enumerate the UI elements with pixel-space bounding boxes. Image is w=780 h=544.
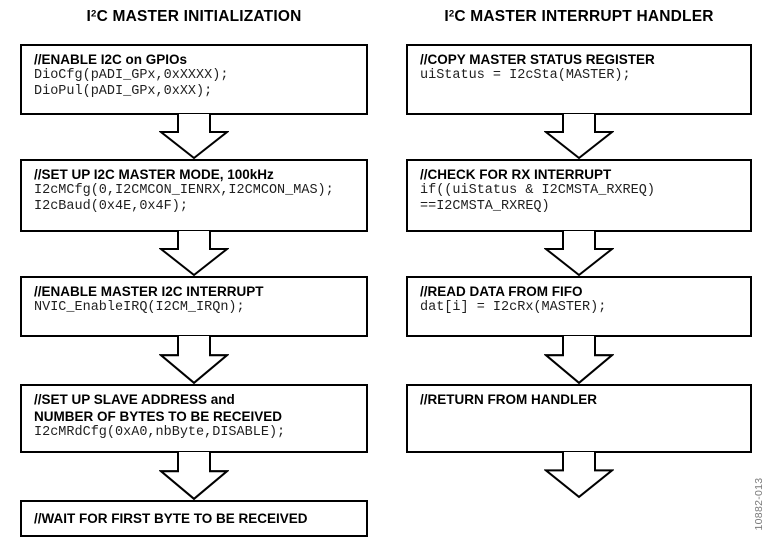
box-code-line: I2cMCfg(0,I2CMCON_IENRX,I2CMCON_MAS);	[34, 183, 334, 198]
title-text: C MASTER INITIALIZATION	[96, 8, 302, 25]
init-flow-column: I2C MASTER INITIALIZATION //ENABLE I2C o…	[20, 0, 368, 544]
flow-box-check-rx-interrupt: //CHECK FOR RX INTERRUPT if((uiStatus & …	[406, 159, 752, 232]
figure-number: 10882-013	[753, 477, 765, 531]
box-code-line: DioPul(pADI_GPx,0xXX);	[34, 83, 213, 99]
box-comment: //WAIT FOR FIRST BYTE TO BE RECEIVED	[34, 511, 308, 526]
flow-box-return-from-handler: //RETURN FROM HANDLER	[406, 384, 752, 453]
box-comment: //RETURN FROM HANDLER	[420, 392, 597, 407]
flow-box-wait-first-byte: //WAIT FOR FIRST BYTE TO BE RECEIVED	[20, 500, 368, 537]
down-arrow-icon	[544, 114, 614, 160]
box-comment: NUMBER OF BYTES TO BE RECEIVED	[34, 409, 283, 424]
box-code-line: uiStatus = I2cSta(MASTER);	[420, 68, 631, 83]
box-code-line: NVIC_EnableIRQ(I2CM_IRQn);	[34, 300, 245, 315]
box-code-line: I2cMRdCfg(0xA0,nbByte,DISABLE);	[34, 425, 286, 440]
box-comment: //ENABLE MASTER I2C INTERRUPT	[34, 284, 264, 299]
box-comment: //READ DATA FROM FIFO	[420, 284, 583, 299]
box-comment: //SET UP I2C MASTER MODE, 100kHz	[34, 167, 274, 182]
box-comment: //COPY MASTER STATUS REGISTER	[420, 52, 655, 67]
box-code-line: ==I2CMSTA_RXREQ)	[420, 198, 550, 214]
box-comment: //SET UP SLAVE ADDRESS and	[34, 392, 235, 407]
down-arrow-icon	[544, 336, 614, 385]
flow-box-enable-master-interrupt: //ENABLE MASTER I2C INTERRUPT NVIC_Enabl…	[20, 276, 368, 337]
down-arrow-icon	[159, 452, 229, 501]
box-code-line: I2cBaud(0x4E,0x4F);	[34, 198, 188, 214]
title-superscript: 2	[91, 8, 97, 20]
box-code-line: if((uiStatus & I2CMSTA_RXREQ)	[420, 183, 655, 198]
down-arrow-icon	[159, 114, 229, 160]
down-arrow-icon	[159, 231, 229, 277]
title-text: C MASTER INTERRUPT HANDLER	[454, 8, 714, 25]
flow-box-enable-i2c-gpios: //ENABLE I2C on GPIOs DioCfg(pADI_GPx,0x…	[20, 44, 368, 115]
title-text: I	[444, 8, 449, 25]
right-column-title: I2C MASTER INTERRUPT HANDLER	[406, 8, 752, 26]
box-code-line: DioCfg(pADI_GPx,0xXXXX);	[34, 68, 229, 83]
box-comment: //ENABLE I2C on GPIOs	[34, 52, 188, 67]
title-superscript: 2	[448, 8, 455, 20]
title-text: I	[86, 8, 92, 25]
box-comment: //CHECK FOR RX INTERRUPT	[420, 167, 612, 182]
flow-box-setup-slave-address: //SET UP SLAVE ADDRESS and NUMBER OF BYT…	[20, 384, 368, 453]
flow-box-copy-status-register: //COPY MASTER STATUS REGISTER uiStatus =…	[406, 44, 752, 115]
flow-box-setup-master-mode: //SET UP I2C MASTER MODE, 100kHz I2cMCfg…	[20, 159, 368, 232]
interrupt-flow-column: I2C MASTER INTERRUPT HANDLER //COPY MAST…	[406, 0, 752, 544]
down-arrow-icon	[544, 231, 614, 277]
down-arrow-icon	[544, 452, 614, 499]
flow-box-read-data-fifo: //READ DATA FROM FIFO dat[i] = I2cRx(MAS…	[406, 276, 752, 337]
box-code-line: dat[i] = I2cRx(MASTER);	[420, 300, 607, 315]
down-arrow-icon	[159, 336, 229, 385]
left-column-title: I2C MASTER INITIALIZATION	[20, 8, 368, 26]
